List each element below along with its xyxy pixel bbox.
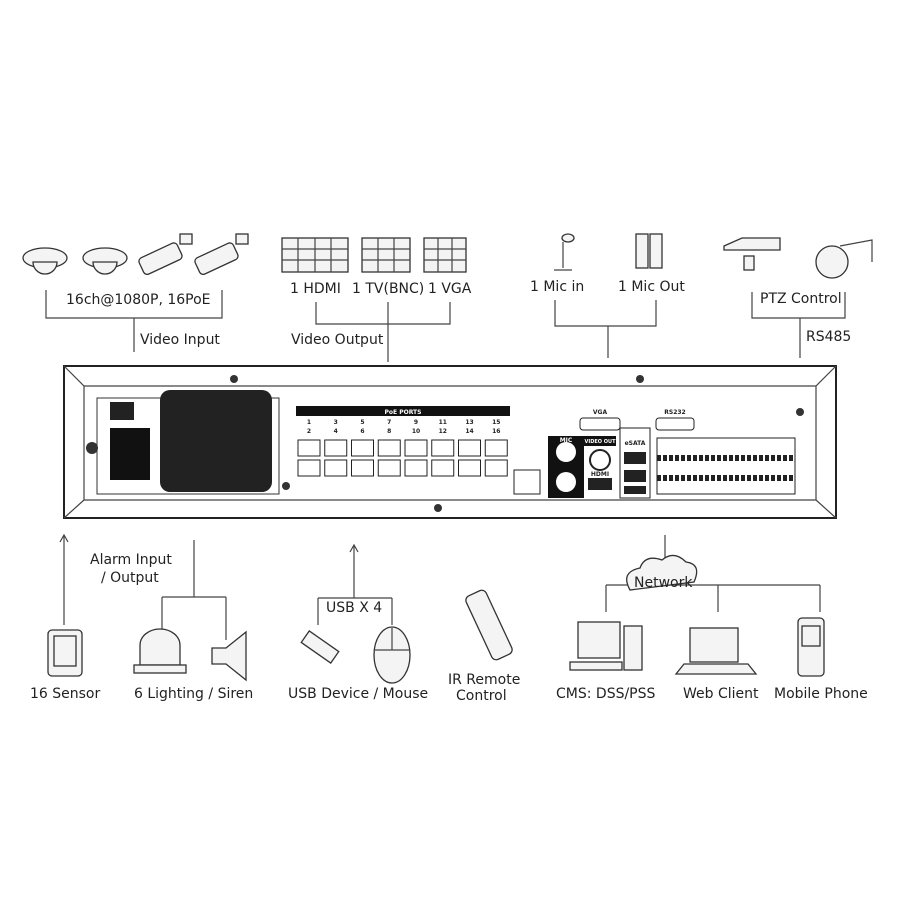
esata-port[interactable] <box>624 486 646 494</box>
tv-output-label: 1 TV(BNC) <box>352 281 424 297</box>
poe-port[interactable] <box>324 439 348 457</box>
video-out-label: VIDEO OUT <box>584 439 616 445</box>
usb-port[interactable] <box>624 452 646 464</box>
poe-port-number: 2 <box>307 428 311 435</box>
mic-in-jack[interactable] <box>556 442 576 462</box>
poe-ports-title: PoE PORTS <box>385 409 422 416</box>
fan-grille <box>160 390 272 492</box>
alarm-label: Alarm Input <box>90 552 172 568</box>
poe-port-number: 10 <box>412 428 420 435</box>
poe-port-number: 13 <box>465 419 473 426</box>
poe-port[interactable] <box>377 439 401 457</box>
video-input-label: Video Input <box>140 332 220 348</box>
poe-port-number: 12 <box>439 428 447 435</box>
cameras-label: 16ch@1080P, 16PoE <box>66 292 211 308</box>
ir-remote-label-2: Control <box>456 688 507 704</box>
tv-icon <box>361 237 411 273</box>
poe-port-number: 14 <box>465 428 473 435</box>
poe-port-number: 16 <box>492 428 500 435</box>
poe-port-number: 15 <box>492 419 500 426</box>
poe-port-number: 5 <box>360 419 364 426</box>
usb-drive-icon <box>300 630 340 664</box>
poe-port[interactable] <box>458 459 481 477</box>
lighting-siren-label: 6 Lighting / Siren <box>134 686 253 702</box>
poe-port-number: 1 <box>307 419 311 426</box>
dome-camera-icon <box>22 247 68 275</box>
poe-port-number: 6 <box>360 428 364 435</box>
poe-port[interactable] <box>297 459 321 477</box>
ir-remote-icon <box>465 589 513 661</box>
rs485-label: RS485 <box>806 329 851 345</box>
mic-out-label: 1 Mic Out <box>618 279 685 295</box>
ptz-keyboard-icon <box>723 237 781 271</box>
video-output-label: Video Output <box>291 332 384 348</box>
bullet-camera-icon <box>194 233 249 276</box>
poe-port[interactable] <box>377 459 401 477</box>
dome-camera-icon <box>82 247 128 275</box>
network-cloud-icon <box>626 554 698 591</box>
rs232-label: RS232 <box>664 409 685 416</box>
laptop-icon <box>674 627 758 675</box>
alarm-label-2: / Output <box>101 570 159 586</box>
usb-port[interactable] <box>624 470 646 482</box>
vga-label: VGA <box>593 409 608 416</box>
network-label: Network <box>634 575 693 591</box>
web-client-label: Web Client <box>683 686 759 702</box>
alarm-light-icon <box>133 628 187 674</box>
vga-output-label: 1 VGA <box>428 281 472 297</box>
ir-remote-label: IR Remote <box>448 672 520 688</box>
poe-port[interactable] <box>297 439 321 457</box>
poe-port[interactable] <box>324 459 348 477</box>
poe-port-number: 11 <box>439 419 447 426</box>
poe-port[interactable] <box>431 459 455 477</box>
poe-port[interactable] <box>351 439 374 457</box>
monitor-icon <box>423 237 467 273</box>
poe-port-number: 7 <box>387 419 391 426</box>
poe-port[interactable] <box>431 439 455 457</box>
sensor-icon <box>47 629 83 677</box>
poe-port-number: 3 <box>334 419 338 426</box>
speaker-icon <box>635 233 663 269</box>
mic-label: MIC <box>560 437 573 444</box>
power-socket <box>110 428 150 480</box>
poe-port[interactable] <box>458 439 481 457</box>
bnc-port[interactable] <box>589 449 611 471</box>
poe-port[interactable] <box>351 459 374 477</box>
mic-in-label: 1 Mic in <box>530 279 584 295</box>
ptz-control-label: PTZ Control <box>760 291 842 307</box>
ptz-dome-camera-icon <box>815 239 873 279</box>
power-switch[interactable] <box>110 402 134 420</box>
poe-port-number: 4 <box>334 428 338 435</box>
poe-port-number: 9 <box>414 419 418 426</box>
esata-label: eSATA <box>625 440 646 447</box>
mic-out-jack[interactable] <box>556 472 576 492</box>
poe-port[interactable] <box>484 439 508 457</box>
usb-label: USB X 4 <box>326 600 382 616</box>
poe-port-number: 8 <box>387 428 391 435</box>
rs232-port[interactable] <box>655 417 695 431</box>
mouse-icon <box>373 626 411 684</box>
poe-port[interactable] <box>404 459 428 477</box>
cms-label: CMS: DSS/PSS <box>556 686 656 702</box>
hdmi-label: HDMI <box>591 471 609 478</box>
usb-device-label: USB Device / Mouse <box>288 686 428 702</box>
microphone-icon <box>554 233 575 271</box>
bullet-camera-icon <box>138 233 193 276</box>
alarm-terminal-block[interactable] <box>656 437 796 495</box>
hdmi-port[interactable] <box>588 478 612 490</box>
sensor-label: 16 Sensor <box>30 686 100 702</box>
mobile-phone-icon <box>797 617 825 677</box>
siren-icon <box>211 630 247 682</box>
poe-port[interactable] <box>404 439 428 457</box>
hdmi-output-label: 1 HDMI <box>290 281 341 297</box>
vga-port[interactable] <box>579 417 621 431</box>
poe-port[interactable] <box>484 459 508 477</box>
desktop-computer-icon <box>569 621 643 671</box>
lan-port[interactable] <box>513 469 541 495</box>
monitor-icon <box>281 237 349 273</box>
mobile-phone-label: Mobile Phone <box>774 686 868 702</box>
